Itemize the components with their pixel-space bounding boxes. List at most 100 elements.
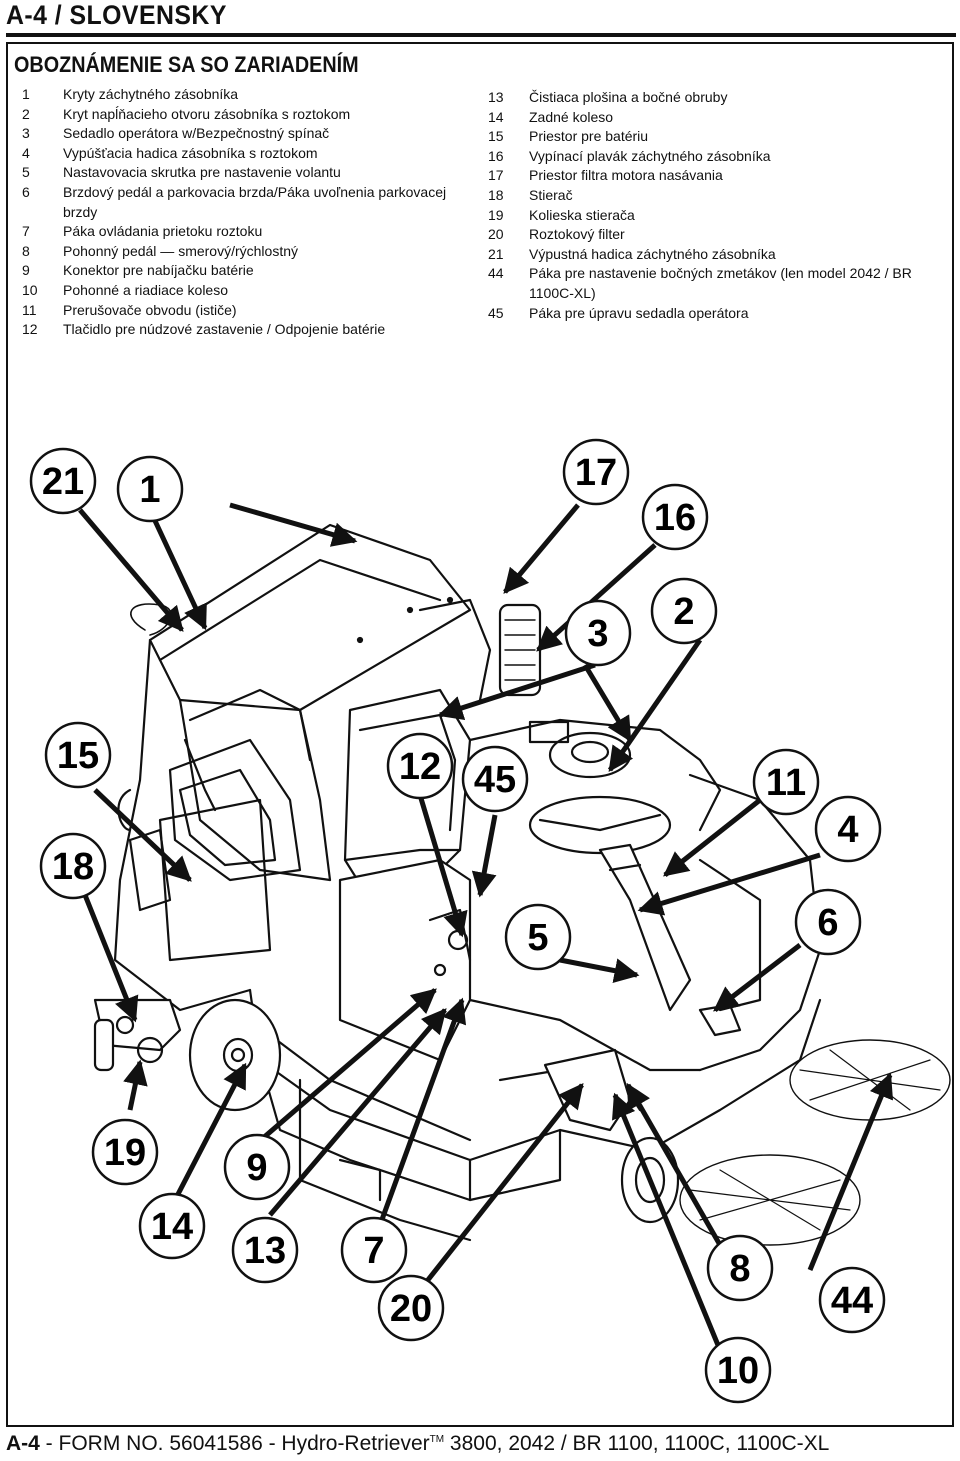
footer-trademark: TM — [429, 1434, 445, 1445]
callout-19: 19 — [91, 1118, 159, 1186]
callout-11: 11 — [752, 748, 820, 816]
part-number: 6 — [22, 183, 30, 200]
callout-label: 12 — [399, 746, 441, 788]
page-footer: A-4 - FORM NO. 56041586 - Hydro-Retrieve… — [6, 1432, 829, 1456]
callout-20: 20 — [377, 1274, 445, 1342]
callout-12: 12 — [386, 732, 454, 800]
part-description: Priestor pre batériu — [529, 128, 649, 145]
callout-label: 21 — [42, 461, 84, 503]
part-number: 19 — [488, 206, 504, 223]
callout-5: 5 — [504, 903, 572, 971]
callout-label: 3 — [587, 613, 608, 655]
page-header-title: A-4 / SLOVENSKY — [6, 0, 227, 30]
part-description: Pohonné a riadiace koleso — [63, 281, 229, 298]
section-title: OBOZNÁMENIE SA SO ZARIADENÍM — [14, 52, 359, 77]
part-description: Priestor filtra motora nasávania — [529, 167, 723, 184]
callout-label: 19 — [104, 1132, 146, 1174]
part-description: Páka pre nastavenie bočných zmetákov (le… — [529, 265, 912, 301]
part-description: Prerušovače obvodu (ističe) — [63, 301, 237, 318]
footer-form-text: - FORM NO. 56041586 - Hydro-Retriever — [39, 1432, 430, 1455]
part-description: Kryty záchytného zásobníka — [63, 86, 239, 102]
callout-18: 18 — [39, 832, 107, 900]
part-description: Vypínací plavák záchytného zásobníka — [529, 147, 771, 164]
callout-label: 18 — [52, 846, 94, 888]
part-number: 14 — [488, 108, 504, 125]
callout-21: 21 — [29, 447, 97, 515]
callout-17: 17 — [562, 438, 630, 506]
callout-label: 7 — [363, 1230, 384, 1272]
callout-4: 4 — [814, 795, 882, 863]
callout-14: 14 — [138, 1192, 206, 1260]
part-number: 12 — [22, 321, 38, 338]
callout-circle — [706, 1234, 774, 1302]
part-description: Roztokový filter — [529, 226, 625, 243]
part-number: 11 — [22, 301, 37, 318]
part-description: Výpustná hadica záchytného zásobníka — [529, 245, 776, 262]
callout-circle — [641, 483, 709, 551]
part-description: Zadné koleso — [529, 108, 614, 125]
callout-label: 6 — [817, 902, 838, 944]
part-description: Tlačidlo pre núdzové zastavenie / Odpoje… — [63, 321, 386, 338]
callout-circle — [650, 577, 718, 645]
callout-44: 44 — [818, 1266, 886, 1334]
part-number: 8 — [22, 242, 30, 259]
callout-circle — [116, 455, 184, 523]
callout-circle — [44, 721, 112, 789]
callout-1: 1 — [116, 455, 184, 523]
callout-circle — [223, 1133, 291, 1201]
part-number: 2 — [22, 105, 30, 122]
part-number: 45 — [488, 304, 504, 321]
callout-9: 9 — [223, 1133, 291, 1201]
footer-models: 3800, 2042 / BR 1100, 1100C, 1100C-XL — [444, 1432, 830, 1455]
part-list-item: 44 Páka pre nastavenie bočných zmetákov (… — [488, 264, 938, 303]
callout-circle — [461, 745, 529, 813]
part-description: Konektor pre nabíjačku batérie — [63, 262, 254, 279]
part-number: 16 — [488, 147, 504, 164]
machine-drawing — [93, 523, 951, 1246]
callout-label: 13 — [244, 1230, 286, 1272]
part-list-item: 2 Kryt napĺňacieho otvoru zásobníka s roz… — [22, 105, 472, 125]
callout-label: 16 — [654, 497, 696, 539]
callout-6: 6 — [794, 888, 862, 956]
part-description: Stierač — [529, 186, 573, 203]
part-description: Kolieska stierača — [529, 206, 635, 223]
part-number: 44 — [488, 265, 504, 282]
callout-15: 15 — [44, 721, 112, 789]
part-list-item: 18 Stierač — [488, 186, 938, 206]
part-description: Kryt napĺňacieho otvoru zásobníka s rozt… — [63, 105, 351, 122]
callout-13: 13 — [231, 1216, 299, 1284]
callout-label: 2 — [673, 591, 694, 633]
part-list-item: 45 Páka pre úpravu sedadla operátora — [488, 304, 938, 324]
part-list-item: 9 Konektor pre nabíjačku batérie — [22, 261, 472, 281]
callout-circle — [504, 903, 572, 971]
callout-7: 7 — [340, 1216, 408, 1284]
part-description: Páka pre úpravu sedadla operátora — [529, 304, 749, 321]
callout-circle — [814, 795, 882, 863]
part-description: Vypúšťacia hadica zásobníka s roztokom — [63, 144, 318, 161]
callout-label: 45 — [474, 759, 516, 801]
callout-circle — [91, 1118, 159, 1186]
part-number: 18 — [488, 186, 504, 203]
callout-2: 2 — [650, 577, 718, 645]
callout-circle — [377, 1274, 445, 1342]
footer-page-number: A-4 — [6, 1432, 40, 1455]
callout-label: 14 — [151, 1206, 193, 1248]
part-list-item: 12 Tlačidlo pre núdzové zastavenie / Odpo… — [22, 320, 472, 340]
callout-8: 8 — [706, 1234, 774, 1302]
callout-circle — [704, 1336, 772, 1404]
part-number: 9 — [22, 262, 30, 279]
callout-circle — [752, 748, 820, 816]
callout-label: 17 — [575, 452, 617, 494]
part-number: 10 — [22, 281, 38, 298]
callout-10: 10 — [704, 1336, 772, 1404]
part-list-item: 16 Vypínací plavák záchytného zásobníka — [488, 147, 938, 167]
